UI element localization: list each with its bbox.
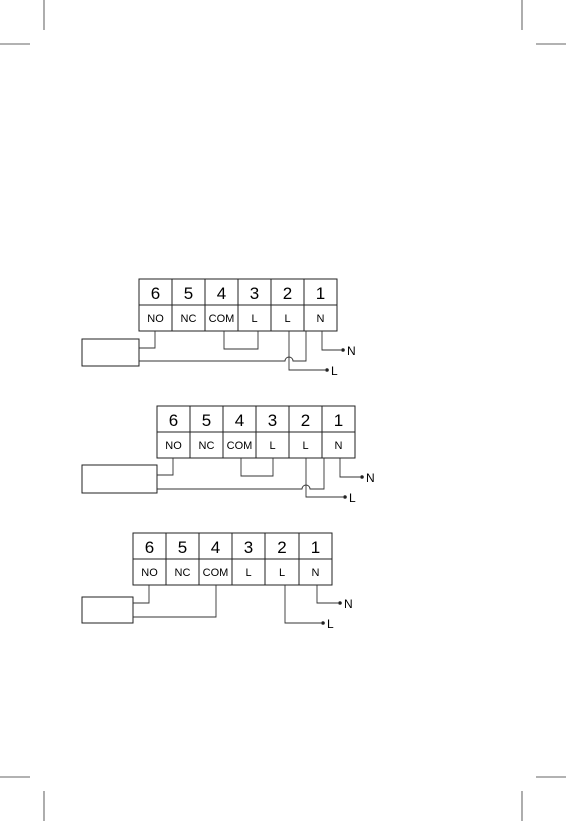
wire-com-to-load xyxy=(133,585,216,617)
terminal-label: COM xyxy=(203,567,229,579)
terminal-label: N xyxy=(335,440,343,452)
terminal-number: 4 xyxy=(217,284,226,303)
neutral-terminal-dot xyxy=(360,475,364,479)
terminal-label: N xyxy=(312,567,320,579)
terminal-number: 1 xyxy=(316,284,325,303)
terminal-number: 5 xyxy=(202,411,211,430)
terminal-number: 2 xyxy=(283,284,292,303)
terminal-label: NC xyxy=(175,567,191,579)
live-terminal-dot xyxy=(325,368,329,372)
wire-neutral xyxy=(340,458,360,477)
terminal-label: NO xyxy=(141,567,158,579)
terminal-number: 5 xyxy=(184,284,193,303)
wiring-diagram-1: 6 5 4 3 2 1 NO NC COM L L N N L xyxy=(82,279,356,378)
neutral-terminal-dot xyxy=(338,601,342,605)
load-device-box xyxy=(82,597,133,623)
terminal-label: COM xyxy=(227,440,253,452)
terminal-number: 2 xyxy=(301,411,310,430)
wire-com-to-l-bridge xyxy=(224,331,258,349)
terminal-number: 6 xyxy=(151,284,160,303)
terminal-number: 4 xyxy=(235,411,244,430)
terminal-label: L xyxy=(279,567,285,579)
wiring-diagram-2: 6 5 4 3 2 1 NO NC COM L L N N L xyxy=(82,406,375,505)
wire-live xyxy=(289,331,325,370)
terminal-number: 1 xyxy=(334,411,343,430)
terminal-number: 2 xyxy=(277,538,286,557)
wire-live xyxy=(306,458,343,497)
terminal-number: 3 xyxy=(268,411,277,430)
wire-live xyxy=(285,585,321,623)
terminal-label: L xyxy=(245,567,251,579)
neutral-terminal-dot xyxy=(341,348,345,352)
terminal-number: 5 xyxy=(178,538,187,557)
terminal-label: NO xyxy=(165,440,182,452)
load-device-box xyxy=(82,339,139,366)
terminal-label: NC xyxy=(181,313,197,325)
terminal-label: NC xyxy=(199,440,215,452)
terminal-number: 1 xyxy=(311,538,320,557)
terminal-label: L xyxy=(302,440,308,452)
terminal-label: L xyxy=(284,313,290,325)
terminal-label: COM xyxy=(209,313,235,325)
live-label: L xyxy=(327,617,334,631)
live-terminal-dot xyxy=(343,495,347,499)
wire-neutral xyxy=(317,585,338,603)
neutral-label: N xyxy=(344,597,353,611)
wire-no-to-load xyxy=(133,585,149,603)
terminal-number: 3 xyxy=(250,284,259,303)
live-label: L xyxy=(331,364,338,378)
live-terminal-dot xyxy=(321,621,325,625)
wire-neutral xyxy=(322,331,341,350)
terminal-label: L xyxy=(251,313,257,325)
neutral-label: N xyxy=(366,471,375,485)
terminal-label: N xyxy=(317,313,325,325)
wire-com-to-l-bridge xyxy=(241,458,273,476)
wire-no-to-load xyxy=(139,331,155,348)
live-label: L xyxy=(349,491,356,505)
wiring-diagram-3: 6 5 4 3 2 1 NO NC COM L L N N L xyxy=(82,533,353,631)
terminal-number: 3 xyxy=(244,538,253,557)
neutral-label: N xyxy=(347,344,356,358)
wire-load-return xyxy=(157,458,324,489)
wire-no-to-load xyxy=(157,458,173,475)
terminal-number: 6 xyxy=(145,538,154,557)
terminal-label: L xyxy=(269,440,275,452)
terminal-number: 6 xyxy=(169,411,178,430)
terminal-number: 4 xyxy=(211,538,220,557)
wire-load-return xyxy=(139,331,306,361)
load-device-box xyxy=(82,465,157,493)
terminal-label: NO xyxy=(147,313,164,325)
